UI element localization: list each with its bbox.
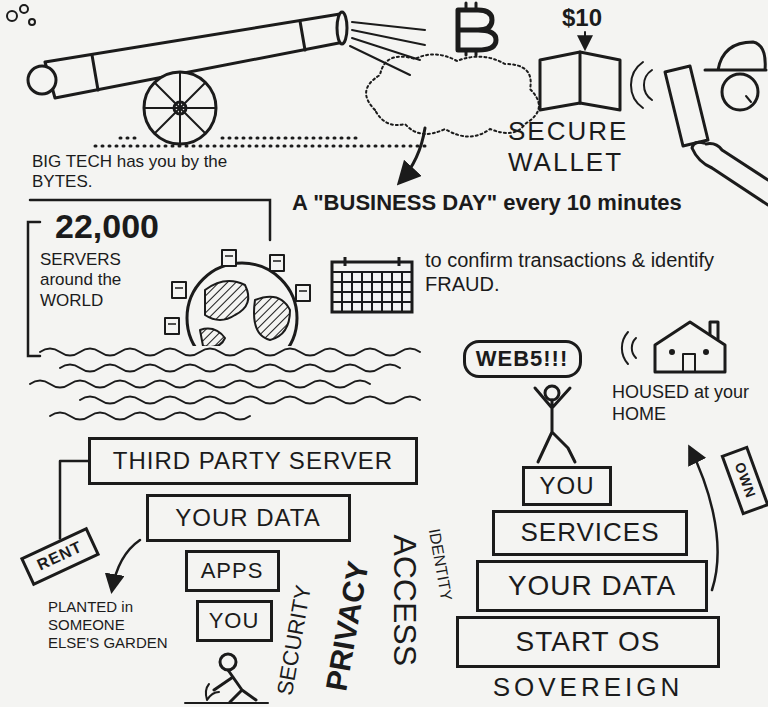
box-label: WEB5!!! [476, 346, 569, 371]
note-text: PLANTED in SOMEONE ELSE'S GARDEN [48, 598, 170, 652]
calendar-icon [332, 262, 412, 312]
calendar-icon [332, 257, 412, 312]
box-label: YOUR DATA [175, 504, 320, 532]
person-with-phone [722, 74, 758, 110]
calendar-icon [332, 272, 412, 312]
big-number: 22,000 [55, 206, 159, 247]
stack-box: YOUR DATA [146, 494, 351, 542]
kneeling-figure [220, 654, 236, 670]
note-text: SERVERS around the WORLD [40, 250, 152, 311]
bracket-lines [28, 222, 40, 356]
box-label: THIRD PARTY SERVER [113, 447, 393, 475]
waves [40, 349, 420, 356]
waves [60, 365, 400, 372]
wallet [579, 52, 582, 103]
box-label: YOU [209, 608, 260, 633]
cannon [337, 12, 347, 44]
stack-box: SERVICES [492, 510, 688, 556]
stick-figure [535, 388, 575, 462]
house [622, 322, 725, 372]
globe [205, 281, 248, 320]
person-with-phone [665, 66, 708, 146]
cannon [7, 5, 430, 146]
globe [172, 282, 186, 298]
stack-box: YOUR DATA [476, 560, 708, 612]
rotated-word: SECURITY [272, 583, 317, 697]
globe [270, 255, 284, 271]
bitcoin-cloud [400, 128, 425, 182]
box-label: YOUR DATA [508, 570, 676, 602]
kneeling-figure [185, 702, 268, 704]
note-text: HOUSED at your HOME [612, 382, 767, 425]
globe [254, 297, 290, 340]
headline-note: A "BUSINESS DAY" every 10 minutes [292, 190, 764, 216]
box-label: OWN [731, 460, 759, 500]
globe [168, 256, 307, 324]
cannon [350, 22, 425, 75]
globe [200, 329, 225, 347]
footer-word: SOVEREIGN [493, 672, 684, 703]
cannon [28, 66, 56, 94]
speech-bubble: WEB5!!! [463, 340, 582, 378]
kneeling-figure [214, 670, 256, 702]
box-label: APPS [201, 558, 264, 583]
waves [30, 381, 370, 388]
globe [296, 285, 310, 301]
stick-figure [545, 386, 559, 400]
box-label: YOU [539, 472, 594, 500]
note-text: BIG TECH has you by the BYTES. [32, 152, 282, 193]
stack-box: YOU [522, 466, 612, 506]
bitcoin-cloud [458, 10, 496, 50]
kneeling-figure [185, 654, 268, 703]
person-with-phone [631, 62, 652, 108]
house [705, 351, 708, 354]
box-label: START OS [516, 626, 661, 658]
calendar-icon [345, 257, 399, 266]
globe [165, 250, 310, 376]
rotated-word: IDENTITY [424, 527, 456, 602]
stack-box: START OS [456, 616, 720, 668]
house [683, 354, 695, 372]
rotated-word: PRIVACY [319, 558, 377, 693]
house [622, 332, 636, 364]
wallet [540, 32, 620, 110]
globe [222, 250, 236, 266]
wallet-label: SECURE WALLET [508, 116, 658, 178]
rotated-word: ACCESS [386, 534, 424, 666]
stack-box: YOU [196, 600, 273, 642]
cannon [20, 5, 28, 13]
house [655, 322, 725, 372]
cannon [29, 19, 35, 25]
note-text: to confirm transactions & identify FRAUD… [425, 248, 755, 296]
person-with-phone [705, 42, 766, 70]
bitcoin-cloud [466, 3, 476, 55]
cannon [144, 72, 216, 144]
cannon [7, 11, 17, 21]
waves [80, 397, 420, 404]
pointer-arrows [112, 540, 140, 590]
person-with-phone [631, 42, 768, 205]
stack-box: APPS [185, 550, 280, 592]
stick-figure [535, 386, 575, 462]
person-with-phone [746, 96, 751, 102]
box-label: SERVICES [520, 518, 659, 548]
house [710, 322, 718, 339]
waves [50, 413, 250, 420]
price-note: $10 [562, 4, 602, 33]
tag-box: RENT [20, 526, 100, 585]
wallet [540, 52, 620, 110]
box-label: RENT [35, 538, 86, 575]
globe [165, 318, 179, 334]
tag-box: OWN [720, 445, 768, 515]
person-with-phone [692, 142, 768, 205]
stack-box: THIRD PARTY SERVER [88, 437, 418, 485]
cannon [95, 138, 430, 146]
cannon [144, 72, 216, 144]
kneeling-figure [206, 684, 219, 700]
waves [30, 349, 420, 420]
house [671, 351, 674, 354]
wallet [584, 32, 586, 48]
